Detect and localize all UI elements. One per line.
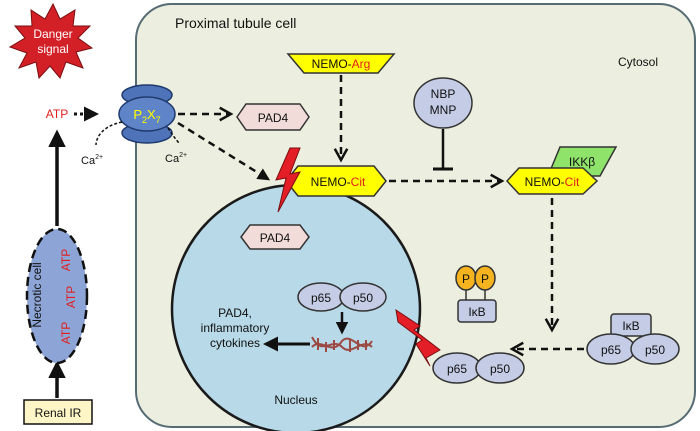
nemo-arg [286,53,396,74]
lightning-bolt-nucleus [275,147,301,213]
pad4-nucleus-label: PAD4 [260,231,291,245]
nucleus-label: Nucleus [274,393,317,407]
ca-label-right: Ca2+ [165,152,187,165]
cytosol-label: Cytosol [618,55,658,69]
nemo-cit-label: NEMO-Cit [311,175,366,189]
ca-influx-right-arc [167,127,181,145]
atp-label: ATP [46,107,68,121]
pad4-cytosol-label: PAD4 [258,111,289,125]
necrotic-atp-2: ATP [64,286,78,308]
danger-signal-burst [8,2,94,80]
necrotic-atp-3: ATP [59,322,73,344]
target-line-2: inflammatory [201,321,270,335]
p50-complex-label: p50 [645,343,665,357]
nemo-cit-ikk-label: NEMO-Cit [525,175,580,189]
necrotic-cell-label: Necrotic cell [30,262,44,327]
p50-complex [630,333,680,365]
pad4-nucleus [240,224,310,250]
p50-nucleus [339,282,387,312]
target-line-1: PAD4, [218,306,252,320]
phospho-right [474,265,496,291]
phospho-right-label: P [481,272,489,286]
nbp-mnp-inhibitor [413,77,473,129]
danger-signal-label-1: Danger [33,27,72,41]
p65-nucleus-label: p65 [311,291,331,305]
necrotic-cell [25,227,89,365]
p2x7-receptor: P2X7 [118,84,176,144]
cell-title: Proximal tubule cell [175,15,296,31]
ikb-phospho-box [457,299,497,323]
receptor-to-nemo-arrow [177,121,271,181]
p65-complex-label: p65 [601,343,621,357]
p65-cytosol-label: p65 [447,362,467,376]
ikb-phospho-label: IκB [468,305,485,319]
nemo-cit-ikk [505,167,599,195]
ikk-beta-label: IKKβ [569,155,595,169]
nemo-arg-label: NEMO-Arg [312,57,371,71]
p2x7-label: P2X7 [133,107,160,125]
p50-cytosol [475,352,525,384]
ca-label-left: Ca2+ [81,154,103,167]
p50-nucleus-label: p50 [353,291,373,305]
phospho-left-label: P [462,272,470,286]
ikb-complex-label: IκB [622,319,639,333]
phospho-ikb: P P IκB [455,265,497,323]
target-line-3: cytokines [210,336,260,350]
necrotic-atp-1: ATP [59,249,73,271]
danger-signal-label-2: signal [37,42,68,56]
p50-cytosol-label: p50 [490,362,510,376]
lightning-bolt-translocation [395,308,441,367]
dna-helix-icon [311,336,373,352]
ikb-complex-box [610,313,652,337]
inhibitor-label-1: NBP [431,87,456,101]
renal-ir-label: Renal IR [35,406,82,420]
pad4-cytosol [236,103,310,131]
renal-ir-box [23,399,93,425]
inhibitor-label-2: MNP [430,103,457,117]
ca-influx-left-arc [95,121,123,146]
